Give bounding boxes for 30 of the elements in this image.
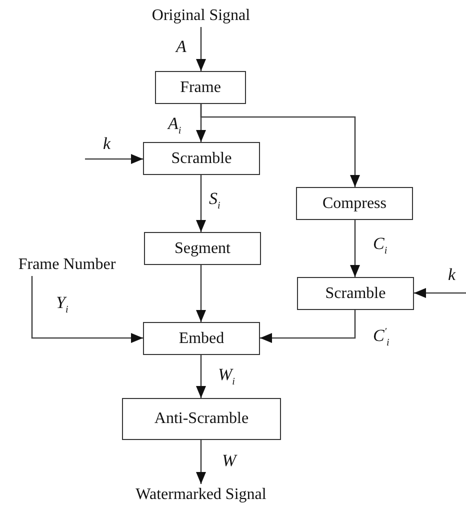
process-box: Anti-Scramble	[122, 398, 281, 440]
arrow	[200, 104, 360, 187]
process-box: Frame	[155, 71, 246, 104]
edge-label: k	[448, 266, 456, 283]
signal-label: Watermarked Signal	[124, 484, 278, 505]
arrow	[31, 276, 143, 343]
process-box: Compress	[296, 187, 413, 220]
signal-label: Frame Number	[8, 254, 126, 276]
arrow	[350, 220, 360, 277]
edge-label: S$_{i}$	[209, 190, 220, 212]
process-box: Embed	[143, 322, 260, 355]
process-box: Scramble	[143, 142, 260, 175]
arrow	[85, 154, 143, 164]
signal-label: Original Signal	[143, 5, 259, 27]
edge-label: W$_{i}$	[218, 366, 235, 388]
arrow	[260, 310, 356, 343]
edge-label: Y$_{i}$	[56, 294, 68, 316]
arrow	[196, 265, 206, 322]
edge-label: A	[176, 38, 186, 55]
arrow	[196, 175, 206, 232]
arrow	[414, 288, 466, 298]
edge-label: C$_{i}$	[373, 235, 388, 256]
edge-label: k	[103, 135, 111, 152]
arrow	[196, 355, 206, 398]
arrow	[196, 440, 206, 484]
process-box: Segment	[144, 232, 261, 265]
arrow	[196, 27, 206, 71]
process-box: Scramble	[297, 277, 414, 310]
edge-label: W	[222, 452, 236, 469]
edge-label: A$_{i}$	[168, 115, 182, 136]
